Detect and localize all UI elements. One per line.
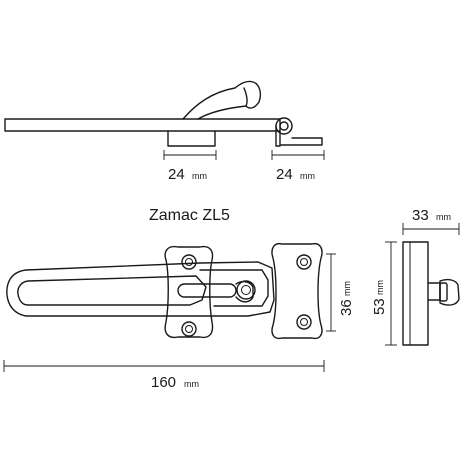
product-title: Zamac ZL5: [149, 207, 230, 224]
dim-side-left-unit: mm: [192, 171, 207, 181]
front-view: [3, 242, 336, 372]
dim-front-width-value: 160: [151, 374, 176, 391]
side-view: [4, 80, 325, 160]
dim-front-height-unit: mm: [342, 281, 352, 296]
dim-end-depth-value: 33: [412, 207, 429, 224]
dim-front-height-label: 36 mm: [338, 281, 355, 316]
dim-end-depth-unit: mm: [436, 212, 451, 222]
dim-end-height-unit: mm: [375, 280, 385, 295]
dim-side-right-unit: mm: [300, 171, 315, 181]
end-view: [385, 223, 460, 346]
dim-front-width-unit: mm: [184, 379, 199, 389]
dim-end-height-value: 53: [371, 298, 388, 315]
dim-side-right-value: 24: [276, 166, 293, 183]
dim-end-height-label: 53 mm: [371, 280, 388, 315]
dim-side-left-value: 24: [168, 166, 185, 183]
dim-front-height-value: 36: [338, 299, 355, 316]
